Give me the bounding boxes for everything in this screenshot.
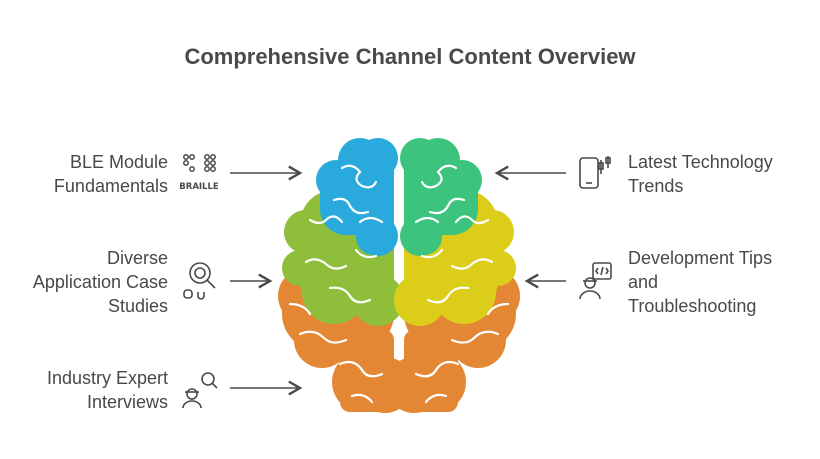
- expert-search-icon: [182, 372, 218, 409]
- right-hemisphere: [386, 138, 520, 413]
- braille-icon-text: BRAILLE: [179, 182, 219, 192]
- developer-icon: [579, 262, 612, 300]
- diagram-title: Comprehensive Channel Content Overview: [184, 44, 636, 69]
- research-icon: [183, 262, 216, 300]
- braille-icon: BRAILLE: [179, 154, 219, 192]
- mobile-chart-icon: [579, 156, 611, 189]
